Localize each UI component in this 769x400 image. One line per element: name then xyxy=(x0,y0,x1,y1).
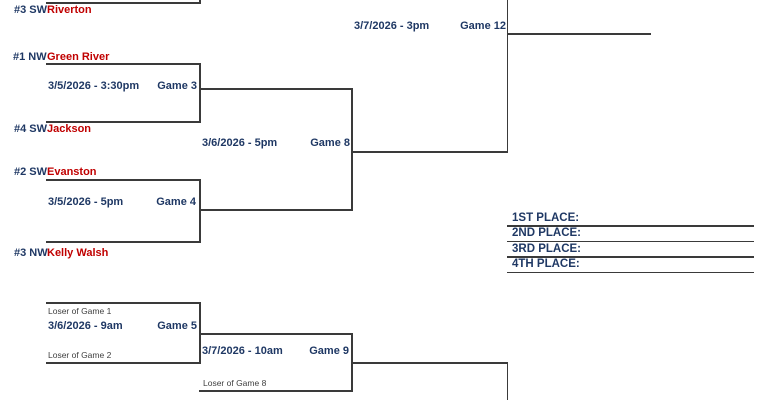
game5-label: Game 5 xyxy=(157,320,197,332)
game4-right-line xyxy=(199,179,201,243)
seed-label-green-river: #1 NW xyxy=(13,51,47,63)
game9-datetime: 3/7/2026 - 10am xyxy=(202,345,283,357)
team-name-evanston: Evanston xyxy=(47,166,97,178)
seed-label-kelly-walsh: #3 NW xyxy=(14,247,48,259)
game4-info: 3/5/2026 - 5pm Game 4 xyxy=(48,196,196,208)
game9-feeder-bottom: Loser of Game 8 xyxy=(203,378,267,388)
game3-right-line xyxy=(199,63,201,123)
fourth-place-line xyxy=(507,271,754,273)
game8-label: Game 8 xyxy=(310,137,350,149)
seed-label-jackson: #4 SW xyxy=(14,123,48,135)
third-place-label: 3RD PLACE: xyxy=(512,243,582,255)
game5-bottom-line xyxy=(46,362,200,364)
game3-info: 3/5/2026 - 3:30pm Game 3 xyxy=(48,80,197,92)
cutoff-game-bottom-line xyxy=(46,2,200,4)
game4-label: Game 4 xyxy=(156,196,196,208)
game8-right-line xyxy=(351,88,353,211)
cutoff-game-right-line xyxy=(199,0,201,4)
seed-label-evanston: #2 SW xyxy=(14,166,48,178)
game3-winner-line xyxy=(199,88,352,90)
game5-right-line xyxy=(199,302,201,364)
game3-bottom-line xyxy=(46,121,200,123)
first-place-label: 1ST PLACE: xyxy=(512,212,580,224)
game5-top-line xyxy=(46,302,200,304)
first-place-line xyxy=(507,225,754,227)
game8-winner-line xyxy=(351,151,508,153)
game3-top-line xyxy=(46,63,200,65)
game5-winner-line xyxy=(199,333,352,335)
team-name-kelly-walsh: Kelly Walsh xyxy=(47,247,109,259)
game3-label: Game 3 xyxy=(157,80,197,92)
game5-info: 3/6/2026 - 9am Game 5 xyxy=(48,320,197,332)
game5-feeder-bottom: Loser of Game 2 xyxy=(48,350,112,360)
game5-datetime: 3/6/2026 - 9am xyxy=(48,320,123,332)
game8-info: 3/6/2026 - 5pm Game 8 xyxy=(202,137,350,149)
game3-datetime: 3/5/2026 - 3:30pm xyxy=(48,80,140,92)
game4-datetime: 3/5/2026 - 5pm xyxy=(48,196,124,208)
game9-bottom-line xyxy=(199,390,352,392)
game9-advance-line xyxy=(506,362,508,400)
team-name-riverton: Riverton xyxy=(47,4,92,16)
game9-winner-line xyxy=(351,362,508,364)
second-place-label: 2ND PLACE: xyxy=(512,227,582,239)
team-name-jackson: Jackson xyxy=(47,123,92,135)
game4-bottom-line xyxy=(46,241,200,243)
game12-info: 3/7/2026 - 3pm Game 12 xyxy=(354,20,506,32)
second-place-line xyxy=(507,240,754,242)
game12-label: Game 12 xyxy=(460,20,506,32)
game5-feeder-top: Loser of Game 1 xyxy=(48,306,112,316)
game9-label: Game 9 xyxy=(309,345,349,357)
game9-info: 3/7/2026 - 10am Game 9 xyxy=(202,345,349,357)
game12-winner-line xyxy=(506,33,651,35)
fourth-place-label: 4TH PLACE: xyxy=(512,258,580,270)
game8-datetime: 3/6/2026 - 5pm xyxy=(202,137,278,149)
third-place-line xyxy=(507,256,754,258)
game12-datetime: 3/7/2026 - 3pm xyxy=(354,20,430,32)
seed-label-riverton: #3 SW xyxy=(14,4,48,16)
game4-winner-line xyxy=(199,209,352,211)
game12-right-line xyxy=(506,0,508,153)
team-name-green-river: Green River xyxy=(47,51,110,63)
game4-top-line xyxy=(46,179,200,181)
